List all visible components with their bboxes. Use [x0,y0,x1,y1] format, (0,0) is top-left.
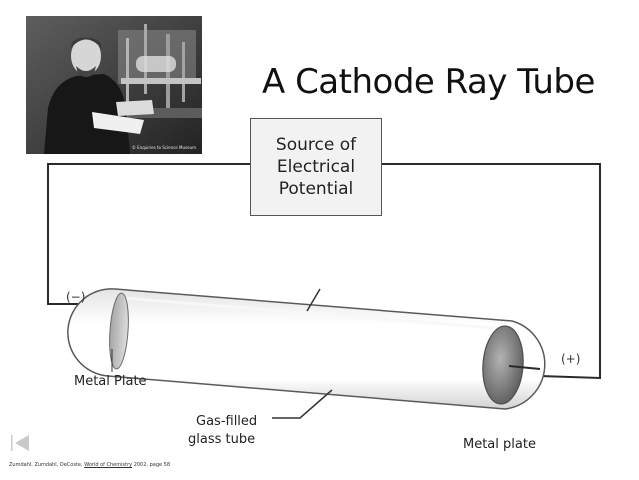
power-source-box: Source of Electrical Potential [250,118,382,216]
slide-title: A Cathode Ray Tube [262,62,595,102]
anode-lead [508,365,541,370]
metal-plate-left-label: Metal Plate [74,374,147,389]
source-box-line-1: Source of [275,135,357,155]
source-citation: Zumdahl, Zumdahl, DeCoste, World of Chem… [9,462,170,468]
previous-slide-icon[interactable] [10,433,32,453]
glass-tube-leader [272,389,333,419]
positive-terminal-label: (+) [561,352,581,366]
citation-details: 2002, page 58 [133,462,171,468]
historical-photo-jj-thomson: © Enquiries to Science Museum [26,16,202,154]
metal-plate-right-label: Metal plate [463,437,536,452]
photo-credit-text: © Enquiries to Science Museum [131,145,196,150]
source-box-line-3: Potential [278,179,354,199]
photo-image [26,16,202,154]
source-box-line-2: Electrical [276,157,356,177]
glass-tube-label-line-1: Gas-filled [196,414,258,429]
circuit-wire [47,163,250,305]
citation-book-title: World of Chemistry [84,462,133,468]
negative-terminal-label: (−) [66,290,86,304]
glass-tube-highlight [121,296,507,331]
tube-tick [306,288,321,312]
glass-tube-label-line-2: glass tube [188,432,256,447]
citation-authors: Zumdahl, Zumdahl, DeCoste, [9,462,83,468]
left-metal-plate [109,292,129,370]
glass-tube [67,288,546,410]
